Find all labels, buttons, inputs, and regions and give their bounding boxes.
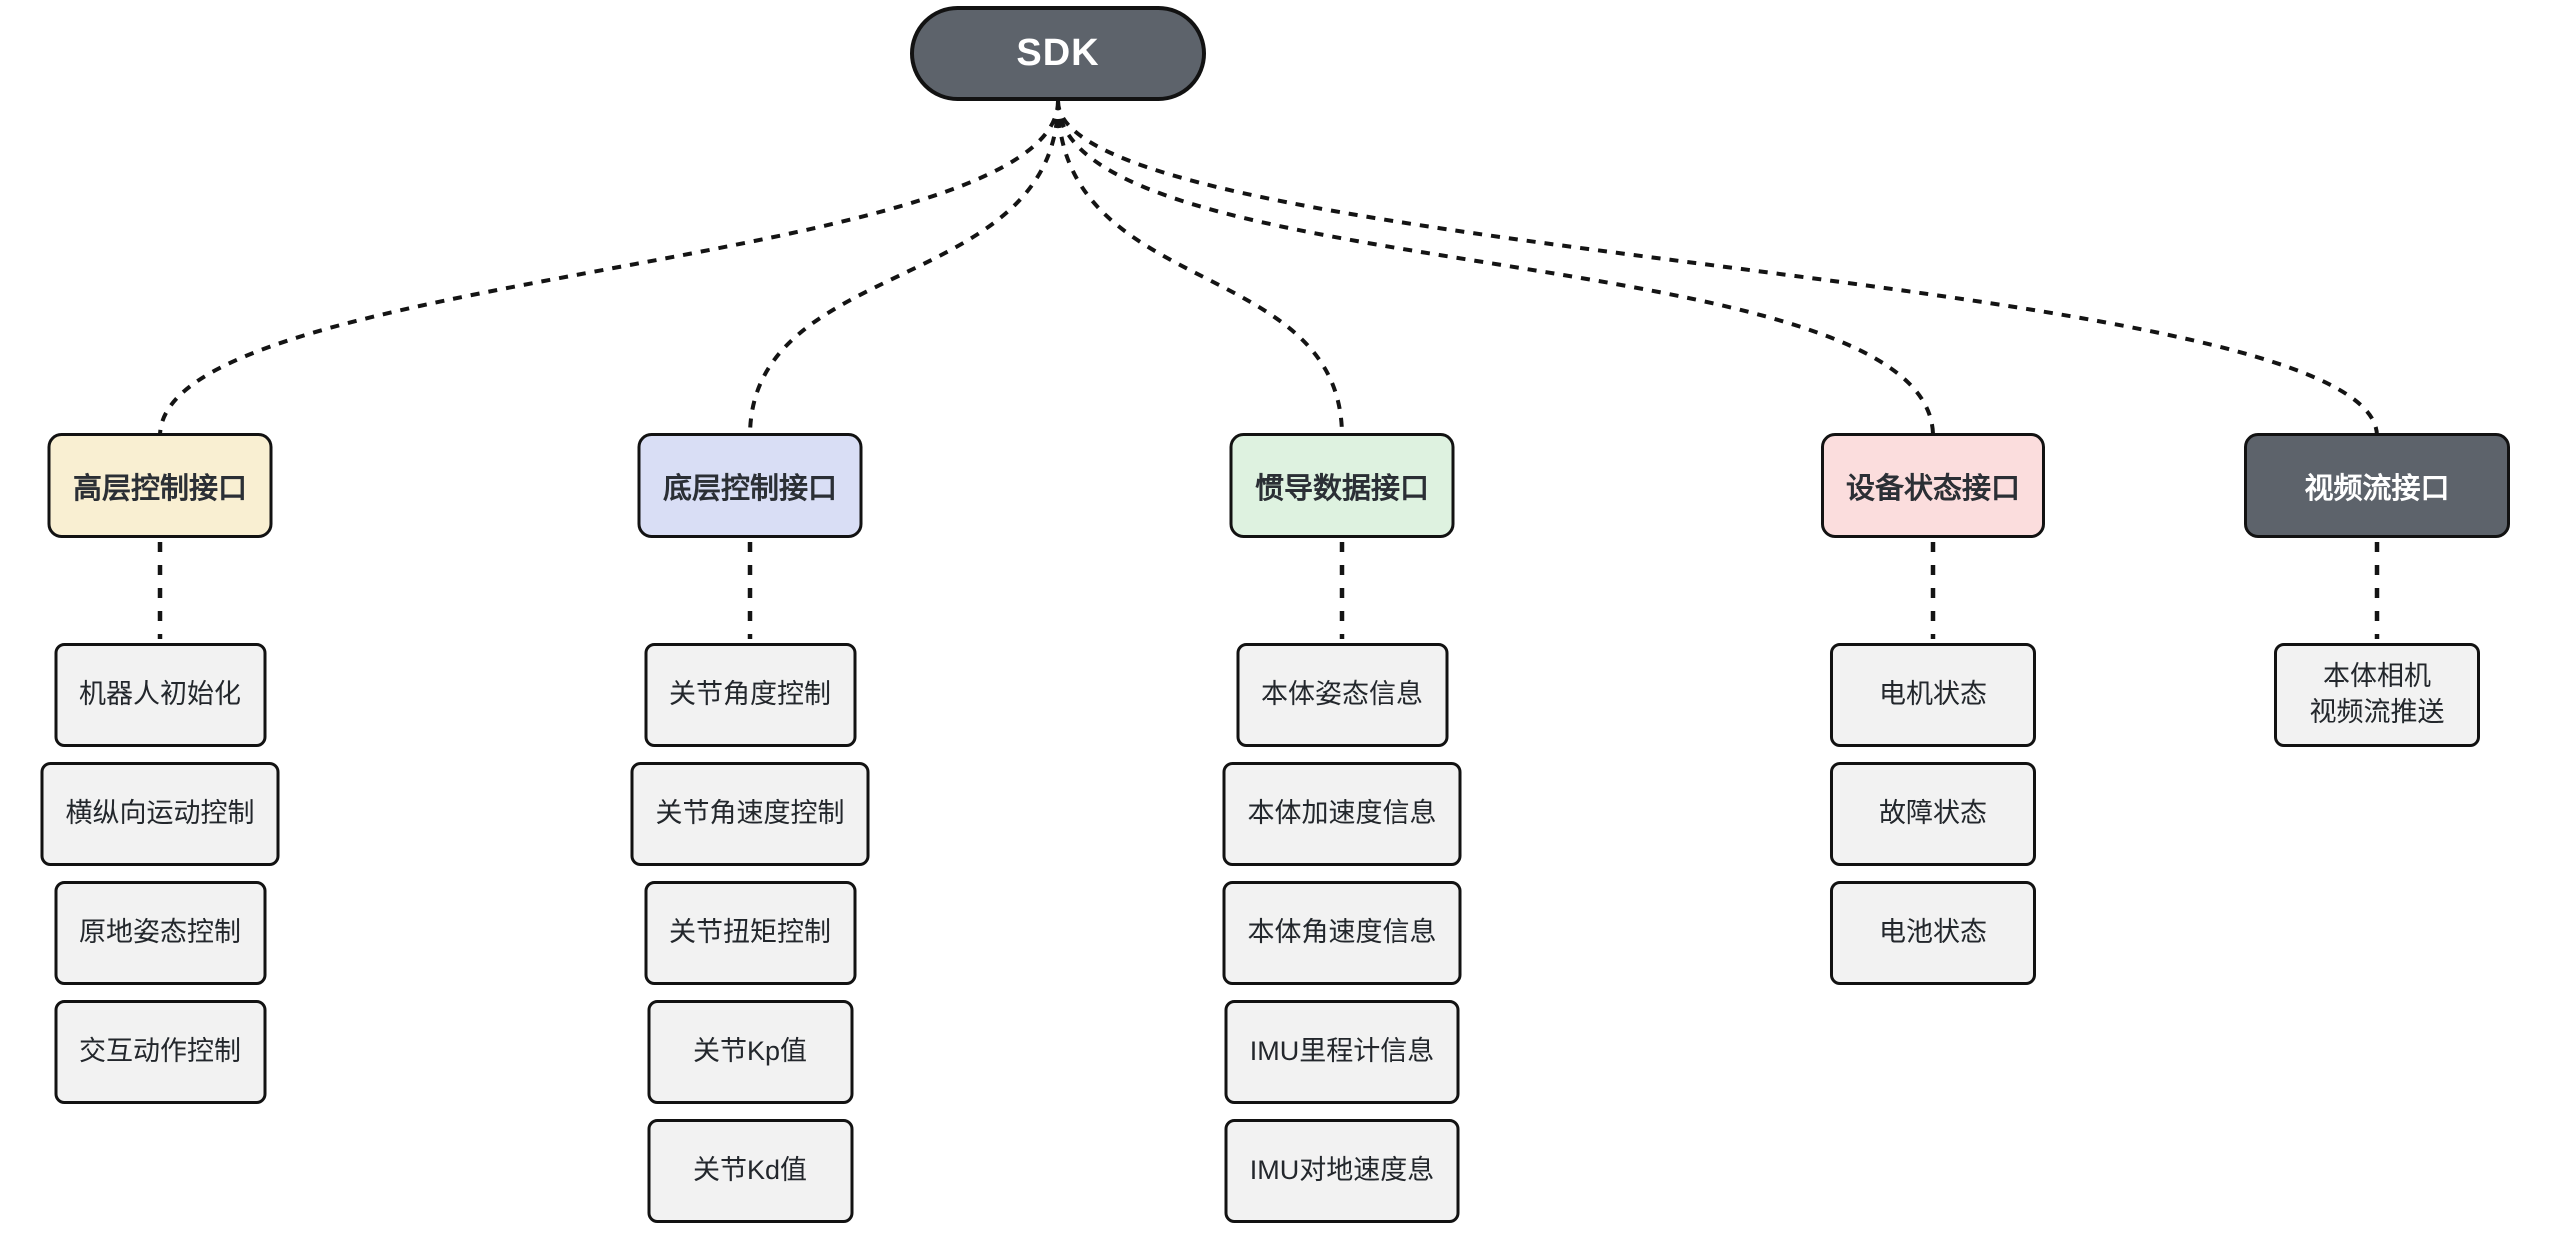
child-node: 本体加速度信息: [1222, 762, 1462, 866]
child-node: 关节角度控制: [644, 643, 856, 747]
child-node: 关节Kp值: [647, 1000, 853, 1104]
branch-header: 视频流接口: [2244, 433, 2510, 538]
branch-children: 关节角度控制关节角速度控制关节扭矩控制关节Kp值关节Kd值: [630, 643, 870, 1223]
branch-column: 高层控制接口机器人初始化横纵向运动控制原地姿态控制交互动作控制: [40, 433, 280, 1104]
child-node: 关节角速度控制: [630, 762, 870, 866]
branch-column: 设备状态接口电机状态故障状态电池状态: [1820, 433, 2046, 985]
child-node: 本体姿态信息: [1236, 643, 1448, 747]
child-node: 机器人初始化: [54, 643, 266, 747]
branch-children: 电机状态故障状态电池状态: [1829, 643, 2036, 985]
child-node: 本体角速度信息: [1222, 881, 1462, 985]
child-node: 关节Kd值: [647, 1119, 853, 1223]
root-to-branch-connector: [748, 100, 1060, 437]
root-to-branch-connector: [1056, 100, 1344, 437]
child-node: 电池状态: [1829, 881, 2036, 985]
child-node: 关节扭矩控制: [644, 881, 856, 985]
child-node: 电机状态: [1829, 643, 2036, 747]
child-node: 故障状态: [1829, 762, 2036, 866]
node-sdk: SDK: [910, 6, 1206, 101]
branch-header: 底层控制接口: [637, 433, 862, 538]
root-to-branch-connector: [1056, 100, 1935, 437]
root-to-branch-connector: [1056, 100, 2379, 437]
child-node: IMU对地速度息: [1224, 1119, 1460, 1223]
branch-column: 视频流接口本体相机 视频流推送: [2244, 433, 2510, 747]
branch-column: 惯导数据接口本体姿态信息本体加速度信息本体角速度信息 IMU里程计信息 IMU对地速…: [1222, 433, 1462, 1223]
child-node: 原地姿态控制: [54, 881, 266, 985]
child-node: IMU里程计信息: [1224, 1000, 1460, 1104]
branch-children: 本体相机 视频流推送: [2274, 643, 2480, 747]
branch-children: 机器人初始化横纵向运动控制原地姿态控制交互动作控制: [40, 643, 280, 1104]
branch-column: 底层控制接口关节角度控制关节角速度控制关节扭矩控制关节Kp值关节Kd值: [630, 433, 870, 1223]
branch-children: 本体姿态信息本体加速度信息本体角速度信息 IMU里程计信息 IMU对地速度息: [1222, 643, 1462, 1223]
branch-header: 设备状态接口: [1820, 433, 2046, 538]
child-node: 交互动作控制: [54, 1000, 266, 1104]
branch-header: 惯导数据接口: [1229, 433, 1454, 538]
branch-header: 高层控制接口: [47, 433, 272, 538]
child-node: 本体相机 视频流推送: [2274, 643, 2480, 747]
child-node: 横纵向运动控制: [40, 762, 280, 866]
root-to-branch-connector: [158, 100, 1060, 437]
